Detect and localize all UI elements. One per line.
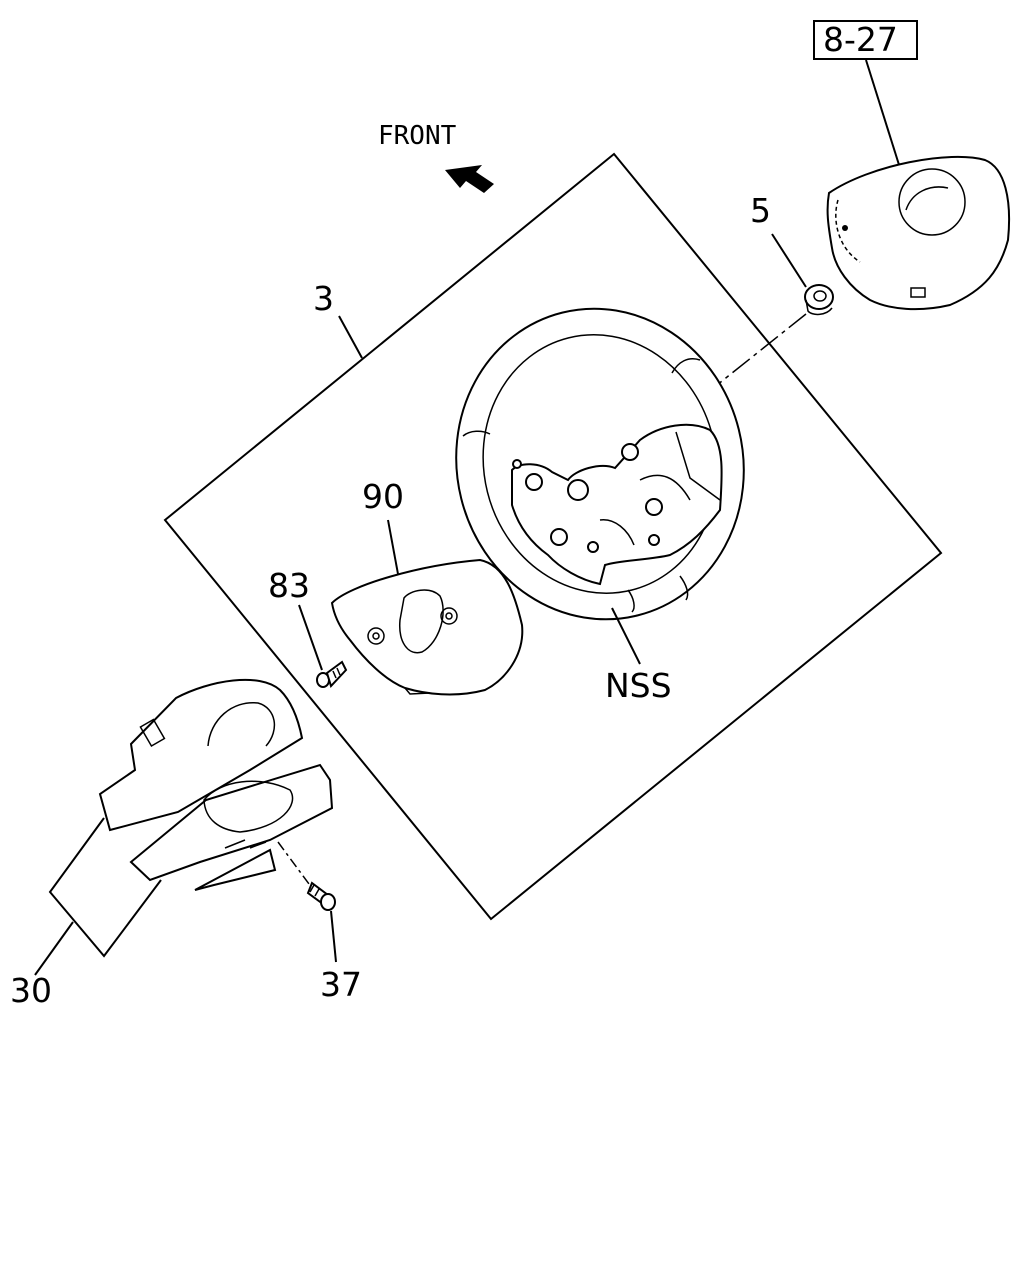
- front-arrow-icon: [445, 165, 494, 193]
- leader-3: [338, 315, 363, 359]
- screw-37: [306, 881, 336, 911]
- front-label: FRONT: [378, 121, 457, 151]
- assembly-outline: [163, 152, 943, 921]
- callout-90: 90: [362, 477, 404, 516]
- callout-5: 5: [750, 191, 771, 230]
- callout-NSS: NSS: [605, 666, 672, 705]
- column-cover-30: [98, 678, 334, 891]
- leader-30: [34, 921, 74, 976]
- leader-37: [330, 910, 337, 963]
- airbag-module: [826, 155, 1011, 311]
- screw-83: [316, 660, 348, 688]
- ref-leader: [865, 59, 901, 169]
- leader-5: [771, 233, 807, 288]
- bracket-30: [48, 817, 162, 958]
- callout-37: 37: [320, 965, 362, 1004]
- callout-3: 3: [313, 279, 334, 318]
- leader-NSS: [611, 607, 641, 665]
- callout-30: 30: [10, 971, 52, 1010]
- callout-83: 83: [268, 566, 310, 605]
- ref-box: [813, 20, 918, 60]
- axis-37: [277, 841, 310, 885]
- nut-5: [804, 284, 834, 316]
- ref-box-label: 8-27: [823, 20, 898, 59]
- leader-90: [387, 519, 399, 575]
- steering-wheel: [455, 307, 745, 621]
- cover-90: [330, 558, 524, 696]
- leader-83: [298, 604, 323, 671]
